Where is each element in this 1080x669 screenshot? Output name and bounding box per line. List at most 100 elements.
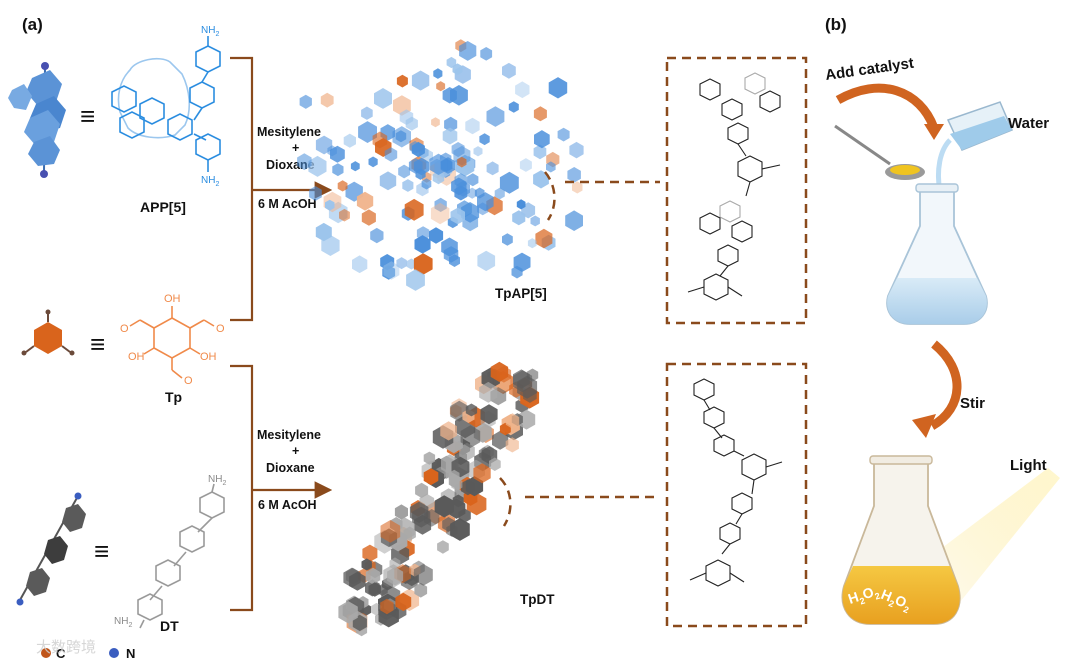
h2o2-right: H2O2 bbox=[878, 586, 914, 615]
cond-bottom-1: + bbox=[292, 444, 299, 458]
tpdt-hexagon bbox=[352, 614, 367, 632]
tpap5-hexagon bbox=[452, 63, 463, 75]
tpdt-hexagon bbox=[440, 421, 457, 441]
tpap5-hexagon bbox=[368, 156, 378, 168]
tpdt-hexagon bbox=[480, 404, 498, 425]
tpap5-hexagon bbox=[406, 258, 417, 270]
tpap5-hexagon bbox=[396, 74, 408, 88]
tpap5-hexagon bbox=[512, 210, 526, 226]
tpap5-hexagon bbox=[429, 153, 448, 175]
tpap5-hexagon bbox=[515, 81, 530, 99]
tpap5-hexagon bbox=[513, 252, 531, 272]
tpap5-hexagon bbox=[459, 41, 477, 61]
tpap5-hexagon bbox=[356, 191, 374, 211]
tp-cartoon bbox=[21, 309, 75, 356]
tpdt-hexagon bbox=[434, 495, 454, 518]
tpap5-hexagon bbox=[374, 88, 392, 109]
cond-bottom-3: 6 M AcOH bbox=[258, 498, 317, 512]
equiv-symbol-1: ≡ bbox=[80, 101, 95, 131]
tpap5-hexagon bbox=[499, 171, 519, 194]
tpap5-hexagon bbox=[308, 155, 327, 177]
tpdt-hexagon bbox=[423, 468, 439, 486]
flask-top bbox=[886, 183, 988, 325]
tp-structure bbox=[129, 306, 215, 379]
tpap5-hexagon bbox=[442, 87, 457, 104]
tpap5-hexagon bbox=[530, 215, 540, 227]
tpap5-hexagon bbox=[450, 207, 465, 225]
tpap5-hexagon bbox=[402, 179, 414, 192]
tpap5-hexagon bbox=[502, 62, 516, 79]
tpap5-hexagon bbox=[430, 202, 450, 225]
tpdt-hexagon bbox=[423, 451, 436, 465]
tpap5-hexagon bbox=[477, 202, 489, 216]
tpap5-hexagon bbox=[442, 127, 458, 145]
tpap5-hexagon bbox=[548, 77, 568, 99]
tpdt-hexagon bbox=[380, 598, 394, 615]
tp-label: Tp bbox=[165, 389, 182, 405]
app5-label: APP[5] bbox=[140, 199, 186, 215]
tpap5-hexagon bbox=[533, 170, 549, 189]
dt-nh2-bottom: NH2 bbox=[114, 616, 132, 629]
tpap5-hexagon bbox=[567, 167, 581, 183]
app5-nh2-bottom: NH2 bbox=[201, 175, 219, 188]
water-label: Water bbox=[1008, 115, 1049, 132]
tpap5-hexagon bbox=[350, 161, 360, 172]
tpap5-hexagon bbox=[330, 145, 345, 163]
tpap5-label: TpAP[5] bbox=[495, 286, 547, 301]
tpdt-hexagon bbox=[387, 567, 404, 586]
tpap5-hexagon bbox=[315, 222, 332, 242]
tpap5-hexagon bbox=[404, 198, 424, 221]
tpap5-hexagon bbox=[494, 187, 505, 200]
tpdt-framework bbox=[338, 361, 540, 637]
tpdt-hexagon bbox=[368, 582, 382, 597]
tpdt-hexagon bbox=[415, 482, 429, 498]
app5-structure bbox=[111, 36, 221, 172]
tp-oh-right: OH bbox=[200, 351, 217, 363]
dt-cartoon bbox=[16, 492, 86, 606]
h2o2-left: H2O2 bbox=[846, 582, 881, 610]
tpdt-label: TpDT bbox=[520, 592, 555, 607]
tpdt-hexagon bbox=[394, 504, 408, 520]
tpdt-hexagon bbox=[450, 518, 470, 541]
tpdt-hexagon bbox=[362, 544, 378, 562]
tpdt-hexagon bbox=[452, 494, 464, 508]
tpap5-hexagon bbox=[332, 163, 344, 177]
tpdt-hexagon bbox=[489, 457, 501, 471]
tpap5-hexagon bbox=[467, 173, 479, 187]
tpap5-hexagon bbox=[406, 269, 425, 291]
tpap5-hexagon bbox=[431, 117, 440, 128]
tpap5-hexagon bbox=[565, 210, 583, 231]
tpdt-hexagon bbox=[413, 564, 433, 586]
tp-oh-top: OH bbox=[164, 293, 181, 305]
tpap5-hexagon bbox=[444, 116, 458, 132]
tpap5-hexagon bbox=[480, 47, 493, 61]
tpdt-hexagon bbox=[409, 501, 429, 523]
dt-nh2-top: NH2 bbox=[208, 474, 226, 487]
tpap5-hexagon bbox=[572, 181, 583, 194]
tpdt-hexagon bbox=[437, 540, 449, 554]
tpdt-hexagon bbox=[505, 413, 520, 429]
atom-legend: C N bbox=[41, 646, 135, 661]
tpdt-hexagon bbox=[448, 469, 460, 483]
tpdt-hexagon bbox=[505, 437, 519, 453]
tpap5-framework bbox=[297, 39, 584, 291]
tpap5-hexagon bbox=[320, 92, 334, 108]
tpdt-hexagon bbox=[395, 592, 412, 612]
tpdt-hexagon bbox=[517, 409, 536, 430]
tp-oh-left: OH bbox=[128, 351, 145, 363]
app5-nh2-top: NH2 bbox=[201, 25, 219, 38]
tpap5-hexagon bbox=[358, 121, 377, 143]
tpap5-hexagon bbox=[486, 161, 499, 176]
tpap5-hexagon bbox=[479, 133, 490, 146]
tpdt-hexagon bbox=[465, 403, 478, 417]
tpap5-hexagon bbox=[361, 209, 376, 226]
light-label: Light bbox=[1010, 457, 1047, 474]
stir-label: Stir bbox=[960, 395, 985, 412]
tp-o-right: O bbox=[216, 323, 225, 335]
tpap5-hexagon bbox=[372, 131, 388, 149]
tpap5-hexagon bbox=[396, 257, 407, 270]
tpdt-hexagon bbox=[361, 558, 372, 571]
tpdt-hexagon bbox=[492, 430, 509, 450]
cond-bottom-2: Dioxane bbox=[266, 461, 315, 475]
tpap5-hexagon bbox=[411, 70, 430, 91]
